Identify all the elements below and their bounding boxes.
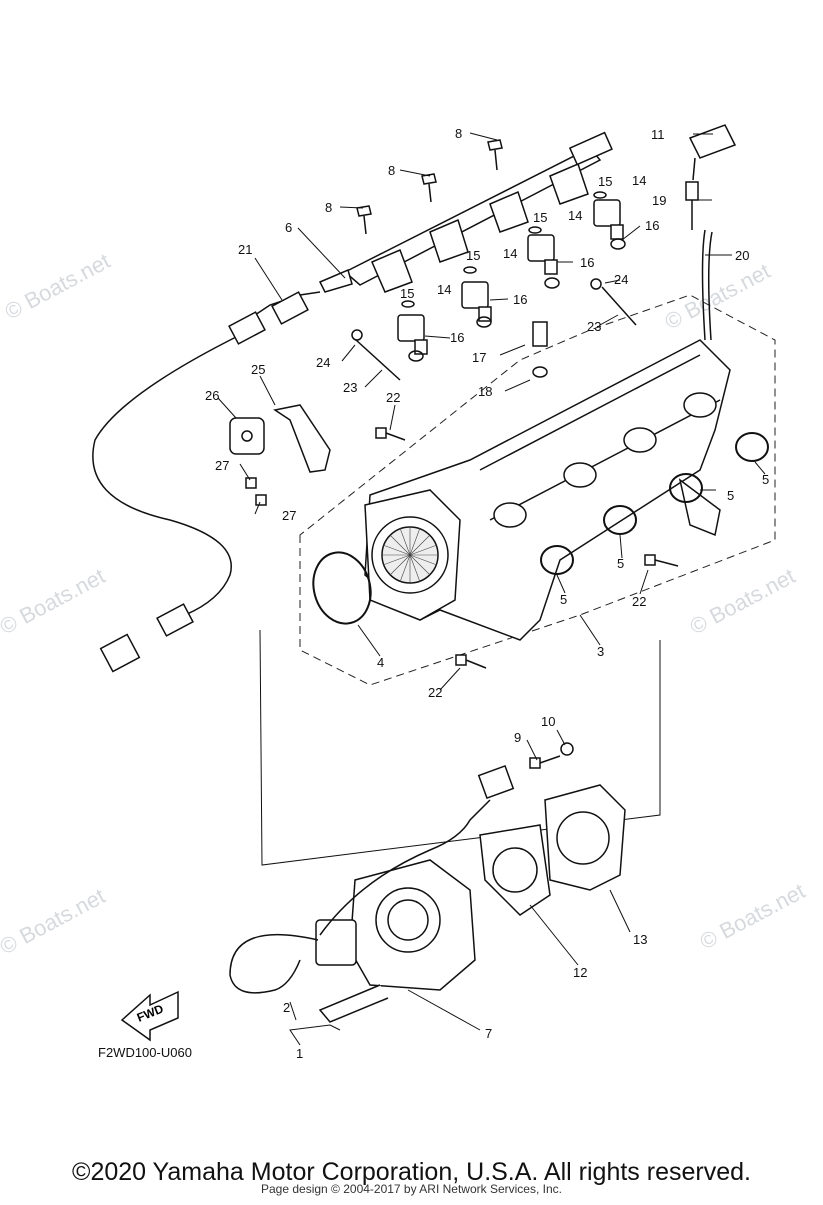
- callout-22a: 22: [386, 390, 400, 405]
- misc-bolts: [351, 278, 679, 669]
- fuel-rail: [318, 131, 613, 293]
- injector-seals: [401, 191, 626, 362]
- watermark-5: © Boats.net: [0, 883, 109, 959]
- callout-24b: 24: [614, 272, 628, 287]
- callout-5c: 5: [727, 488, 734, 503]
- diagram-code: F2WD100-U060: [98, 1045, 192, 1060]
- callout-27b: 27: [282, 508, 296, 523]
- callout-9: 9: [514, 730, 521, 745]
- gaskets: [479, 742, 626, 916]
- callout-22c: 22: [428, 685, 442, 700]
- callout-14b: 14: [568, 208, 582, 223]
- callout-5d: 5: [762, 472, 769, 487]
- watermark-4: © Boats.net: [686, 563, 800, 639]
- watermark-3: © Boats.net: [0, 563, 109, 639]
- callout-7: 7: [485, 1026, 492, 1041]
- callout-16d: 16: [450, 330, 464, 345]
- callout-17: 17: [472, 350, 486, 365]
- callout-2: 2: [283, 1000, 290, 1015]
- callout-23b: 23: [587, 319, 601, 334]
- callout-18: 18: [478, 384, 492, 399]
- watermark-2: © Boats.net: [661, 258, 775, 334]
- callout-15a: 15: [598, 174, 612, 189]
- callout-20: 20: [735, 248, 749, 263]
- throttle-body: [315, 859, 476, 1023]
- callout-19: 19: [652, 193, 666, 208]
- callout-25: 25: [251, 362, 265, 377]
- callout-8c: 8: [325, 200, 332, 215]
- callout-16a: 16: [645, 218, 659, 233]
- wiring-harness: [92, 291, 321, 673]
- callout-1: 1: [296, 1046, 303, 1061]
- rail-bolts: [356, 139, 503, 235]
- throttle-flange: [364, 489, 461, 621]
- fuel-injectors: [397, 199, 624, 355]
- callout-23a: 23: [343, 380, 357, 395]
- callout-5b: 5: [617, 556, 624, 571]
- bracket-parts: [229, 404, 331, 506]
- fwd-arrow: FWD: [120, 990, 179, 1042]
- page-design-credit: Page design © 2004-2017 by ARI Network S…: [260, 1182, 562, 1196]
- callout-5a: 5: [560, 592, 567, 607]
- callout-22b: 22: [632, 594, 646, 609]
- leader-outline: [259, 629, 661, 866]
- callout-15c: 15: [466, 248, 480, 263]
- leader-lines: [217, 132, 766, 1046]
- callout-14c: 14: [503, 246, 517, 261]
- callout-14d: 14: [437, 282, 451, 297]
- pressure-sensor: [685, 124, 737, 341]
- throttle-wiring: [229, 764, 515, 994]
- callout-24a: 24: [316, 355, 330, 370]
- callout-14a: 14: [632, 173, 646, 188]
- callout-15d: 15: [400, 286, 414, 301]
- callout-15b: 15: [533, 210, 547, 225]
- callout-26: 26: [205, 388, 219, 403]
- callout-13: 13: [633, 932, 647, 947]
- callout-8a: 8: [455, 126, 462, 141]
- callout-16c: 16: [513, 292, 527, 307]
- callout-10: 10: [541, 714, 555, 729]
- callout-12: 12: [573, 965, 587, 980]
- callout-11: 11: [651, 127, 665, 142]
- copyright-notice: ©2020 Yamaha Motor Corporation, U.S.A. A…: [72, 1158, 751, 1186]
- o-rings: [312, 432, 769, 625]
- callout-16b: 16: [580, 255, 594, 270]
- callout-21: 21: [238, 242, 252, 257]
- callout-labels: 1 2 3 4 5 5 5 5 6 7 8 8 8 9 10 11 12 13 …: [205, 126, 769, 1061]
- callout-6: 6: [285, 220, 292, 235]
- watermark-1: © Boats.net: [1, 248, 115, 324]
- callout-3: 3: [597, 644, 604, 659]
- callout-4: 4: [377, 655, 384, 670]
- callout-27a: 27: [215, 458, 229, 473]
- watermark-6: © Boats.net: [696, 878, 810, 954]
- callout-8b: 8: [388, 163, 395, 178]
